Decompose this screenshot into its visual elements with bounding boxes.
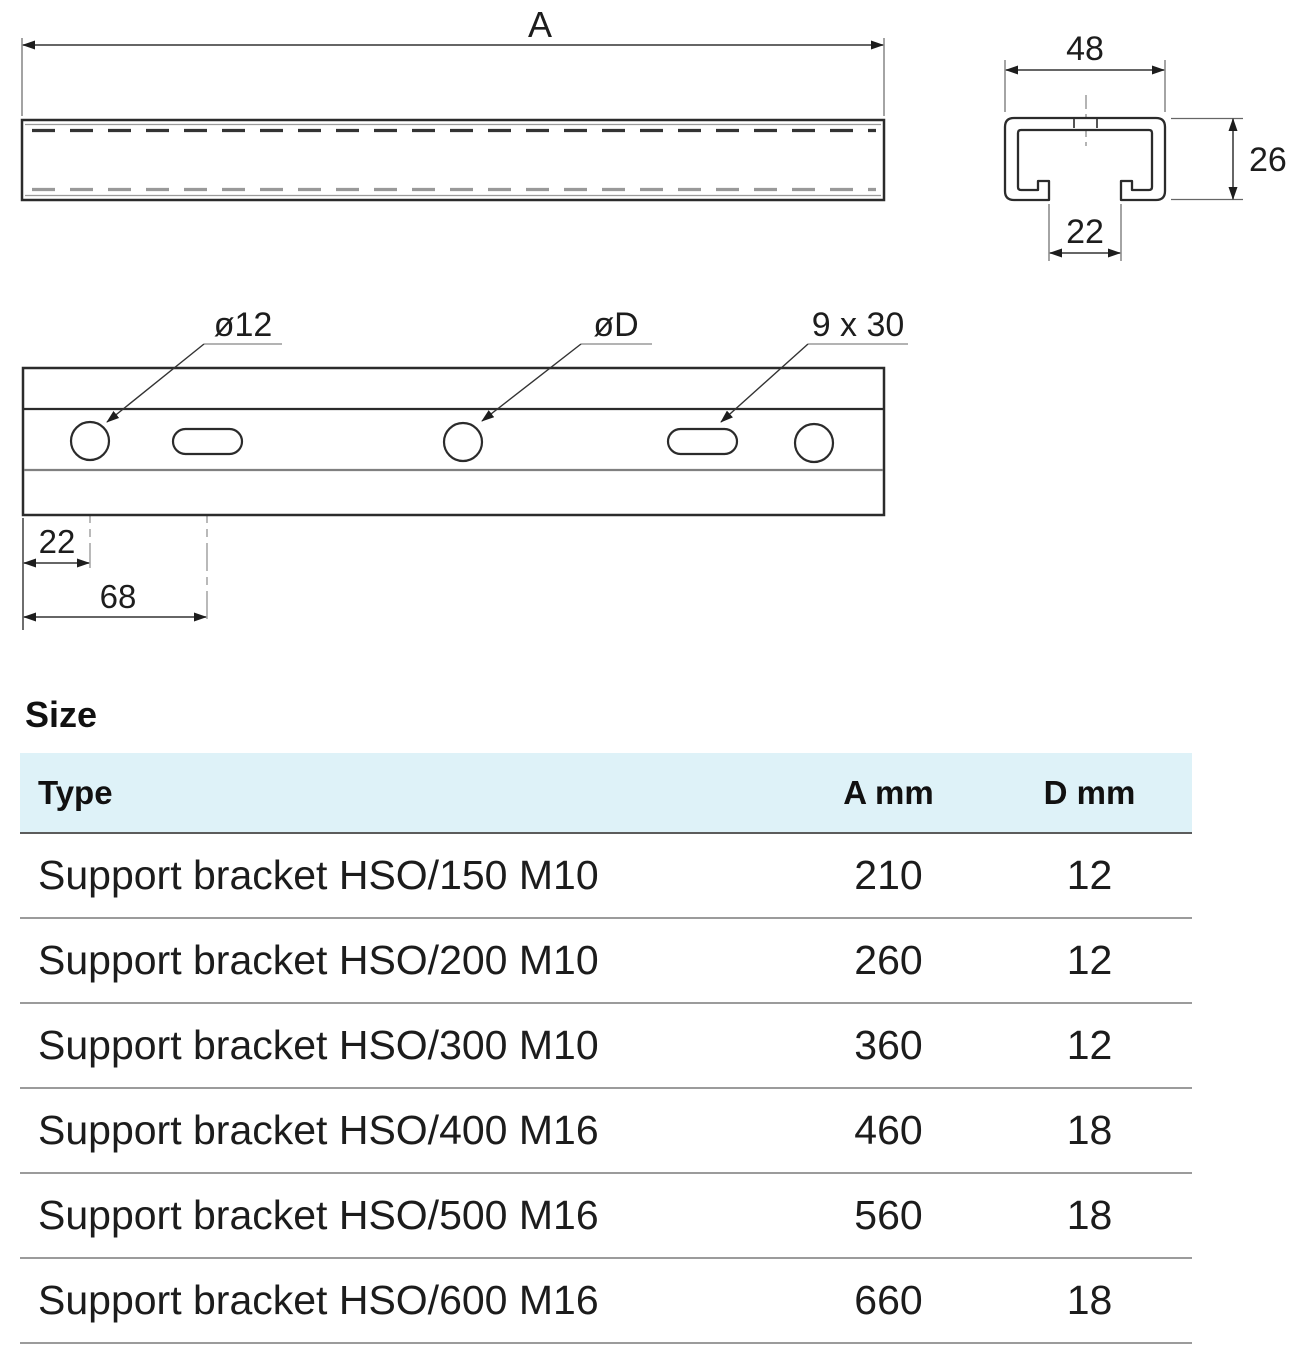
leader-line-oD — [481, 343, 582, 422]
dim-label-22-offset: 22 — [39, 523, 76, 560]
dim-label-68: 68 — [100, 578, 137, 615]
leader-label-o12: ø12 — [214, 306, 273, 344]
cell-a: 260 — [790, 918, 987, 1004]
cell-type: Support bracket HSO/200 M10 — [20, 918, 790, 1004]
table-row: Support bracket HSO/500 M16 560 18 — [20, 1173, 1192, 1259]
dim-label-22-slot: 22 — [1066, 213, 1104, 251]
cell-d: 18 — [987, 1088, 1192, 1174]
cell-d: 18 — [987, 1258, 1192, 1344]
hole-round-3 — [793, 422, 835, 464]
cell-d: 12 — [987, 918, 1192, 1004]
table-row: Support bracket HSO/200 M10 260 12 — [20, 918, 1192, 1004]
cell-type: Support bracket HSO/400 M16 — [20, 1088, 790, 1174]
cell-a: 210 — [790, 833, 987, 919]
column-header-a-mm: A mm — [790, 753, 987, 834]
cell-a: 660 — [790, 1258, 987, 1344]
top-view: ø12 øD 9 x 30 22 68 — [21, 306, 908, 630]
size-heading: Size — [25, 694, 98, 735]
cell-type: Support bracket HSO/300 M10 — [20, 1003, 790, 1089]
table-row: Support bracket HSO/600 M16 660 18 — [20, 1258, 1192, 1344]
table-row: Support bracket HSO/150 M10 210 12 — [20, 833, 1192, 919]
cell-type: Support bracket HSO/600 M16 — [20, 1258, 790, 1344]
cross-section-view: 48 26 22 — [1003, 30, 1287, 261]
cell-a: 560 — [790, 1173, 987, 1259]
leader-label-9x30: 9 x 30 — [812, 306, 905, 344]
hole-round-1 — [69, 420, 111, 462]
bracket-drawing-svg: A 48 26 22 — [20, 4, 1287, 630]
dim-label-26: 26 — [1249, 141, 1287, 179]
cell-type: Support bracket HSO/150 M10 — [20, 833, 790, 919]
dim-label-48: 48 — [1066, 30, 1104, 68]
cell-a: 460 — [790, 1088, 987, 1174]
table-row: Support bracket HSO/300 M10 360 12 — [20, 1003, 1192, 1089]
hole-slot-1 — [171, 427, 244, 456]
leader-label-oD: øD — [593, 306, 638, 344]
column-header-d-mm: D mm — [987, 753, 1192, 834]
cell-type: Support bracket HSO/500 M16 — [20, 1173, 790, 1259]
side-view: A — [20, 4, 886, 202]
cell-a: 360 — [790, 1003, 987, 1089]
cell-d: 12 — [987, 1003, 1192, 1089]
cell-d: 12 — [987, 833, 1192, 919]
leader-line-o12 — [106, 343, 205, 423]
size-table: Type A mm D mm Support bracket HSO/150 M… — [20, 753, 1192, 1344]
column-header-type: Type — [20, 753, 790, 834]
side-view-body — [20, 118, 886, 202]
cell-d: 18 — [987, 1173, 1192, 1259]
technical-drawing: A 48 26 22 — [0, 0, 1309, 660]
table-header-row: Type A mm D mm — [20, 753, 1192, 834]
table-row: Support bracket HSO/400 M16 460 18 — [20, 1088, 1192, 1174]
dim-label-A: A — [528, 4, 552, 45]
hole-slot-2 — [666, 427, 739, 456]
hole-round-2 — [442, 421, 484, 463]
leader-line-9x30 — [720, 343, 809, 423]
channel-profile — [1003, 116, 1167, 202]
